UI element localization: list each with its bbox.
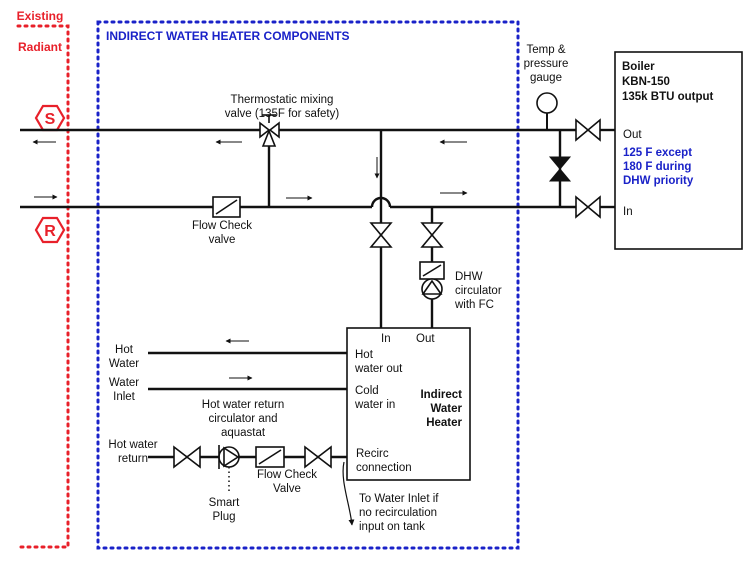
water-inlet-note-1: To Water Inlet if xyxy=(359,493,439,505)
indirect-heater-box xyxy=(346,327,471,481)
heater-cold-in-1: Cold xyxy=(355,385,379,397)
smart-plug-label-2: Plug xyxy=(212,511,235,523)
heater-name-2: Water xyxy=(430,403,462,415)
boiler-box xyxy=(614,51,743,250)
hw-return-label-1: Hot water xyxy=(108,439,157,451)
flow-arrows xyxy=(32,139,468,381)
heater-out-label: Out xyxy=(416,333,435,345)
recirc-circ-label-3: aquastat xyxy=(221,427,266,439)
heater-recirc-1: Recirc xyxy=(356,448,389,460)
flow-check-label-2: valve xyxy=(209,234,236,246)
gauge-label-3: gauge xyxy=(530,72,562,84)
mixing-valve-label-1: Thermostatic mixing xyxy=(231,94,334,106)
heater-recirc-2: connection xyxy=(356,462,412,474)
boiler-label-2: KBN-150 xyxy=(622,76,670,88)
return-pipe xyxy=(20,196,615,209)
recirc-flow-check xyxy=(255,446,285,468)
smart-plug-label-1: Smart xyxy=(209,497,240,509)
boiler-temp-1: 125 F except xyxy=(623,147,692,159)
heater-in-label: In xyxy=(381,333,391,345)
boiler-supply-valve xyxy=(575,118,601,142)
flow-check-valve xyxy=(212,196,241,218)
bypass-valve xyxy=(548,156,572,182)
mixing-valve-label-2: valve (135F for safety) xyxy=(225,108,340,120)
flow-check-label-1: Flow Check xyxy=(192,220,252,232)
flow-check2-label-1: Flow Check xyxy=(257,469,317,481)
recirc-circ-label-1: Hot water return xyxy=(202,399,284,411)
indirect-heater-boundary xyxy=(96,20,520,550)
recirc-circ-label-2: circulator and xyxy=(208,413,277,425)
boiler-return-valve xyxy=(575,195,601,219)
heater-cold-in-2: water in xyxy=(354,399,395,411)
section-title: INDIRECT WATER HEATER COMPONENTS xyxy=(106,29,350,43)
heater-name-1: Indirect xyxy=(420,389,462,401)
hw-return-label-2: return xyxy=(118,453,148,465)
existing-radiant-label-2: Radiant xyxy=(18,40,62,54)
boiler-in-label: In xyxy=(623,206,633,218)
existing-radiant-boundary xyxy=(16,24,70,549)
recirc-valve-right xyxy=(304,445,332,469)
thermostatic-mixing-valve xyxy=(259,114,280,147)
recirc-valve-left xyxy=(173,445,201,469)
dhw-circulator xyxy=(419,261,445,300)
recirc-circulator xyxy=(218,445,240,469)
flow-check2-label-2: Valve xyxy=(273,483,301,495)
hot-water-label-2: Water xyxy=(109,358,139,370)
water-inlet-label-2: Inlet xyxy=(113,391,136,403)
water-inlet-note-3: input on tank xyxy=(359,521,425,533)
dhw-circulator-label-2: circulator xyxy=(455,285,502,297)
water-inlet-note-2: no recirculation xyxy=(359,507,437,519)
heater-hot-out-1: Hot xyxy=(355,349,374,361)
gauge-label-1: Temp & xyxy=(527,44,566,56)
water-inlet-note-leader xyxy=(342,461,355,526)
temp-pressure-gauge xyxy=(536,92,558,130)
boiler-temp-3: DHW priority xyxy=(623,175,694,187)
dhw-circulator-label-1: DHW xyxy=(455,271,483,283)
boiler-temp-2: 180 F during xyxy=(623,161,691,173)
gauge-label-2: pressure xyxy=(524,58,569,70)
svg-text:R: R xyxy=(44,223,56,240)
heater-out-valve xyxy=(420,222,444,248)
supply-badge: S xyxy=(34,104,66,132)
boiler-label-1: Boiler xyxy=(622,61,655,73)
heater-in-valve xyxy=(369,222,393,248)
svg-text:S: S xyxy=(45,111,56,128)
dhw-circulator-label-3: with FC xyxy=(454,299,494,311)
heater-name-3: Heater xyxy=(426,417,462,429)
heater-hot-out-2: water out xyxy=(354,363,403,375)
existing-radiant-label-1: Existing xyxy=(17,9,64,23)
hot-water-label-1: Hot xyxy=(115,344,134,356)
boiler-label-3: 135k BTU output xyxy=(622,91,714,103)
water-inlet-label-1: Water xyxy=(109,377,139,389)
boiler-out-label: Out xyxy=(623,129,642,141)
return-badge: R xyxy=(34,216,66,244)
